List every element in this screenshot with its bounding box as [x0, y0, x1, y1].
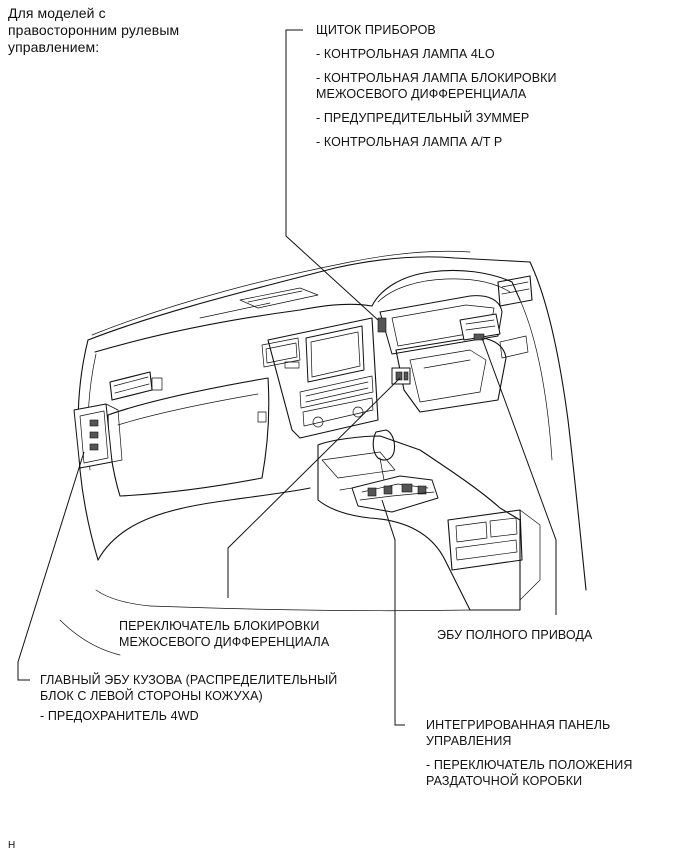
main-body-ecu-module	[73, 403, 123, 469]
windshield-base-line	[91, 250, 471, 336]
right-pillar	[529, 261, 587, 591]
meter-hood	[371, 269, 521, 307]
leader-integrated-control-panel	[381, 499, 405, 726]
dashboard-top-outline	[87, 256, 531, 341]
instrument-cluster-unit	[379, 295, 503, 355]
rhd-models-note: Для моделей с правосторонним рулевым упр…	[8, 5, 180, 55]
corner-mark: H	[8, 840, 16, 851]
callout-instrument-cluster: ЩИТОК ПРИБОРОВ - КОНТРОЛЬНАЯ ЛАМПА 4LO -…	[316, 23, 557, 149]
icp-item-transfer-position-switch: - ПЕРЕКЛЮЧАТЕЛЬ ПОЛОЖЕНИЯ	[426, 758, 633, 772]
leader-center-diff-lock-switch	[227, 377, 401, 598]
defroster-vent	[239, 287, 319, 309]
center-stack	[267, 317, 379, 439]
callout-main-body-ecu: ГЛАВНЫЙ ЭБУ КУЗОВА (РАСПРЕДЕЛИТЕЛЬНЫЙ БЛ…	[40, 673, 338, 723]
center-console	[317, 435, 521, 611]
rear-console-vents	[447, 509, 523, 571]
callout-center-diff-lock-switch: ПЕРЕКЛЮЧАТЕЛЬ БЛОКИРОВКИ МЕЖОСЕВОГО ДИФФ…	[119, 619, 330, 649]
leader-main-body-ecu	[17, 451, 85, 681]
cluster-item-4lo-lamp: - КОНТРОЛЬНАЯ ЛАМПА 4LO	[316, 47, 495, 61]
cluster-item-warning-buzzer: - ПРЕДУПРЕДИТЕЛЬНЫЙ ЗУММЕР	[316, 111, 530, 125]
floor-line	[149, 605, 471, 612]
callout-integrated-control-panel: ИНТЕГРИРОВАННАЯ ПАНЕЛЬ УПРАВЛЕНИЯ - ПЕРЕ…	[426, 718, 633, 788]
center-diff-lock-switch-module	[391, 367, 411, 385]
main-body-ecu-item-4wd-fuse: - ПРЕДОХРАНИТЕЛЬ 4WD	[40, 709, 199, 723]
leader-4wd-ecu	[481, 337, 557, 615]
shift-lever	[372, 429, 396, 461]
cluster-item-diff-lock-lamp: - КОНТРОЛЬНАЯ ЛАМПА БЛОКИРОВКИ	[316, 71, 557, 85]
right-air-vent	[497, 275, 533, 307]
glove-box	[107, 377, 270, 497]
left-air-vent	[109, 371, 153, 401]
left-dash-edge	[77, 339, 99, 561]
cluster-item-at-p-lamp: - КОНТРОЛЬНАЯ ЛАМПА A/T P	[316, 135, 503, 149]
dash-upper-surface	[94, 303, 373, 353]
4wd-ecu-module	[459, 313, 501, 341]
leader-instrument-cluster	[285, 29, 379, 321]
callout-4wd-ecu: ЭБУ ПОЛНОГО ПРИВОДА	[437, 628, 593, 642]
navigation-screen	[305, 325, 365, 383]
integrated-control-panel-module	[351, 475, 439, 513]
instrument-cluster-title: ЩИТОК ПРИБОРОВ	[316, 23, 436, 37]
